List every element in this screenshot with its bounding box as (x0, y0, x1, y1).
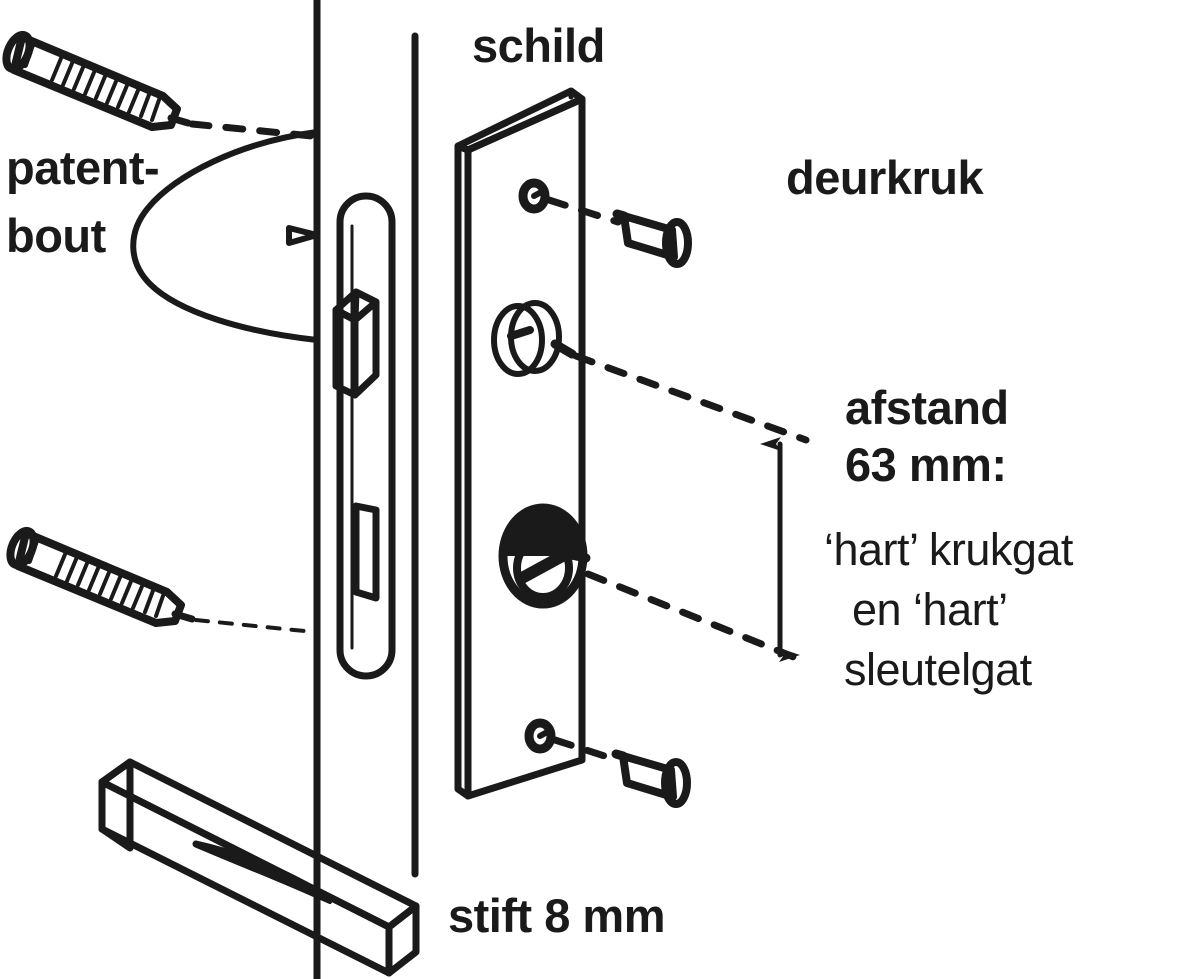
label-afstand-value: 63 mm: (845, 438, 1007, 491)
label-sleutelgat: sleutelgat (844, 644, 1032, 695)
label-schild: schild (472, 19, 605, 72)
patentbout-lower (6, 526, 196, 627)
label-deurkruk: deurkruk (786, 151, 984, 204)
label-en-hart: en ‘hart’ (852, 584, 1008, 635)
lock-faceplate (332, 192, 396, 680)
screw-hole-bottom (524, 718, 556, 754)
label-patentbout-line2: bout (6, 209, 106, 262)
door-panel (130, 0, 419, 979)
leader-patentbout-upper (188, 120, 316, 140)
leader-patentbout-lower (194, 618, 316, 634)
label-stift: stift 8 mm (448, 889, 666, 942)
label-patentbout-line1: patent- (6, 141, 160, 194)
krukgat (491, 300, 577, 377)
leader-screw-upper (545, 196, 622, 226)
stift-bar (98, 758, 420, 977)
label-hart-krukgat: ‘hart’ krukgat (824, 524, 1073, 575)
screw-hole-top (518, 178, 550, 214)
leader-lines (188, 120, 810, 764)
screw-upper (612, 209, 692, 268)
leader-screw-lower (551, 736, 621, 764)
schild-plate (454, 87, 586, 800)
patentbout-upper (2, 30, 192, 131)
sleutelgat (498, 503, 591, 609)
label-afstand: afstand (845, 381, 1009, 434)
leader-sleutelgat (584, 570, 810, 666)
screw-lower (611, 749, 691, 808)
leader-krukgat (572, 352, 810, 444)
